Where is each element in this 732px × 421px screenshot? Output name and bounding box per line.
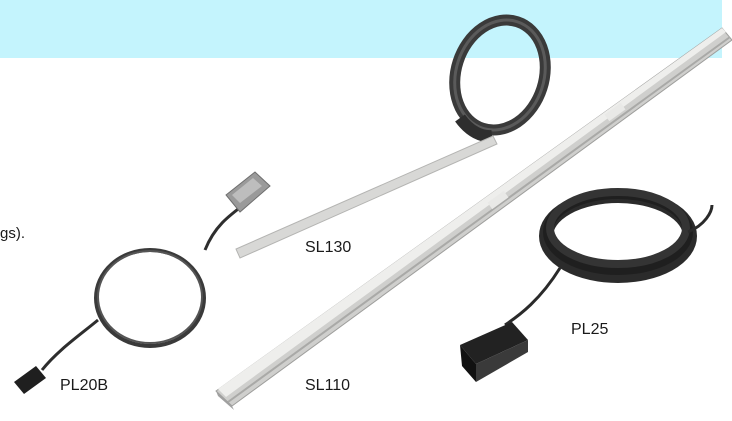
sl110-linear-scale <box>215 27 732 410</box>
label-pl25: PL25 <box>571 321 609 338</box>
pl25-reading-head <box>460 188 714 382</box>
label-pl20b: PL20B <box>60 377 109 394</box>
pl20b-reading-head <box>14 171 271 394</box>
body-text-fragment: gs). <box>0 225 26 242</box>
label-sl110: SL110 <box>305 377 351 394</box>
header-banner <box>0 0 722 58</box>
sl130-tape-scale <box>235 14 551 259</box>
label-sl130: SL130 <box>305 239 352 256</box>
